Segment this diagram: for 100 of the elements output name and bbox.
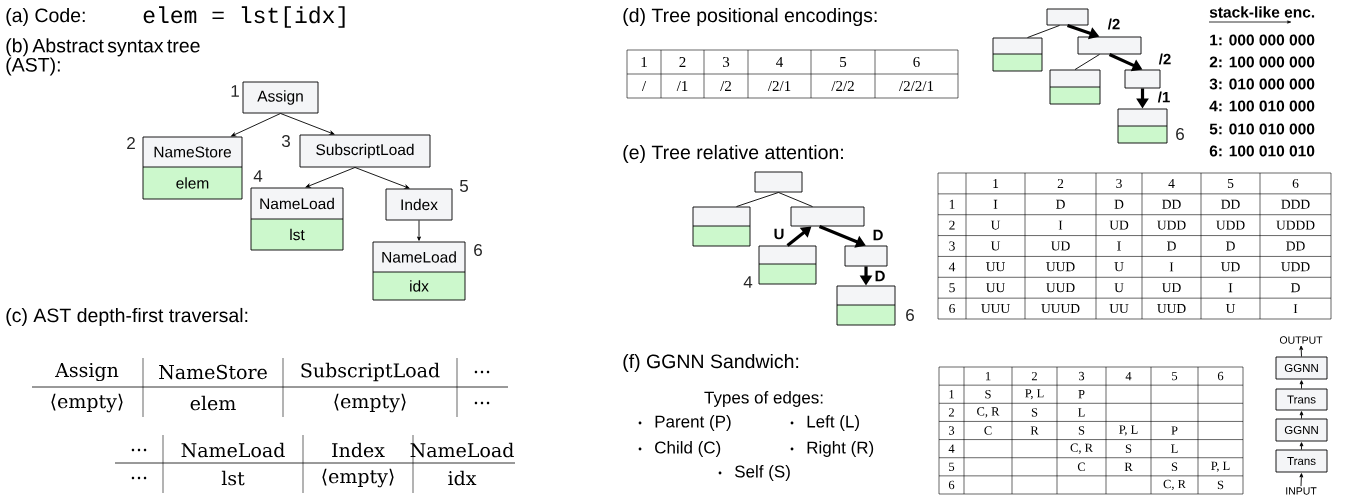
table-cell: /2/2 — [831, 80, 854, 92]
tree-node-box — [1124, 69, 1161, 89]
connector-line — [778, 192, 813, 207]
table-cell: UDDD — [1276, 220, 1315, 230]
table-cell: 6 — [948, 480, 955, 490]
table-cell: U — [990, 241, 1001, 251]
table-cell: ⟨empty⟩ — [322, 468, 394, 488]
table-cell: U — [1114, 262, 1124, 272]
table-cell: C, R — [977, 407, 1000, 418]
panel-heading: (d) Tree positional encodings: — [623, 7, 877, 27]
stack-label: INPUT — [1286, 487, 1317, 495]
table-cell: 3 — [949, 426, 955, 435]
table-cell: UUD — [1046, 283, 1075, 293]
table-cell: 2 — [1057, 178, 1064, 188]
panel-heading: (b) Abstract syntax tree (AST): — [6, 38, 200, 76]
table-cell: ... — [474, 401, 490, 405]
table-cell: C, R — [1163, 479, 1186, 491]
table-cell: D — [1226, 241, 1235, 251]
table-cell: 4 — [1125, 371, 1132, 381]
table-cell: idx — [448, 470, 477, 486]
table-cell: ⟨empty⟩ — [334, 393, 406, 413]
table-cell: D — [1056, 199, 1065, 209]
table-cell: UU — [986, 262, 1005, 272]
table-cell: UD — [1109, 220, 1129, 230]
table-cell: /1 — [676, 81, 688, 91]
edge-label: U — [773, 228, 785, 240]
connector-line — [1027, 25, 1060, 38]
arrow — [417, 220, 421, 241]
table-cell: U — [1114, 283, 1124, 293]
table-cell: S — [1125, 444, 1132, 453]
table-cell: P — [1171, 426, 1178, 435]
arrow — [231, 113, 281, 137]
table-cell: 4 — [776, 57, 783, 67]
table-cell: D — [1167, 241, 1176, 251]
table-cell: DD — [1162, 199, 1181, 209]
table-cell: /2/1 — [767, 80, 791, 92]
node-number: 6 — [474, 244, 482, 257]
table-cell: 4 — [948, 444, 955, 453]
table-cell: 5 — [1172, 371, 1178, 381]
arrow — [1299, 380, 1304, 389]
connector-line — [1074, 54, 1100, 70]
table-cell: S — [1171, 462, 1178, 471]
table-cell: 6 — [949, 304, 955, 314]
table-cell: NameStore — [159, 364, 267, 380]
table-cell: 2 — [1031, 371, 1037, 381]
encoding-row: 2: 100 000 000 — [1209, 56, 1315, 68]
table-cell: 4 — [1168, 179, 1175, 188]
encoding-row: 5: 010 010 000 — [1209, 123, 1315, 135]
tree-node-box — [1117, 108, 1168, 144]
node-number: 5 — [459, 180, 468, 192]
edge-label: /2 — [1158, 52, 1172, 66]
table-cell: ... — [474, 370, 490, 374]
table-cell: I — [1058, 220, 1063, 230]
table-cell: 1 — [993, 179, 999, 188]
table-cell: L — [1078, 408, 1085, 417]
list-item: Right (R) — [807, 441, 874, 457]
panel-heading: (f) GGNN Sandwich: — [623, 353, 799, 373]
tree-node-box — [836, 285, 896, 326]
node-number: 6 — [1176, 128, 1184, 141]
table-cell: S — [1078, 426, 1085, 435]
table-cell: UUU — [981, 304, 1010, 314]
table-cell: NameLoad — [181, 442, 285, 458]
table-cell: 4 — [948, 262, 956, 272]
edge-label: /2 — [1107, 17, 1121, 31]
column-heading: stack-like enc. — [1209, 6, 1315, 18]
table-cell: UU — [986, 283, 1005, 293]
tree-node-box — [754, 171, 803, 193]
tree-node-box — [1049, 69, 1101, 105]
table-cell: 3 — [723, 56, 730, 68]
arrow — [1299, 442, 1304, 450]
table-cell: 1 — [986, 371, 991, 381]
tree-node-box: SubscriptLoad — [299, 134, 431, 168]
layer-box: GGNN — [1275, 356, 1328, 380]
node-number: 1 — [231, 85, 239, 97]
edge-label: D — [872, 229, 884, 241]
layer-box: Trans — [1275, 449, 1328, 473]
table-cell: S — [1217, 480, 1224, 490]
table-cell: D — [1114, 199, 1124, 209]
encoding-row: 4: 100 010 000 — [1209, 100, 1315, 112]
table-cell: lst — [221, 470, 245, 486]
tree-node-box — [758, 245, 817, 285]
table-cell: R — [1030, 426, 1039, 435]
code-text: elem = lst[idx] — [143, 6, 345, 28]
tree-node-box — [1046, 8, 1089, 26]
layer-box: GGNN — [1275, 418, 1328, 442]
tree-node-box — [844, 245, 888, 267]
tree-node-box: Assign — [242, 81, 319, 114]
table-cell: 1 — [949, 199, 955, 209]
stack-label: OUTPUT — [1279, 336, 1323, 344]
arrow — [1299, 411, 1304, 419]
table-cell: 1 — [641, 57, 647, 67]
table-cell: P — [1078, 390, 1085, 399]
list-heading: Types of edges: — [704, 391, 823, 407]
arrow — [1299, 473, 1304, 487]
table-cell: 6 — [1217, 371, 1224, 381]
table-cell: 6 — [1292, 178, 1299, 188]
table-cell: 2 — [949, 220, 955, 230]
table-cell: ⟨empty⟩ — [51, 393, 123, 413]
edge-label: /1 — [1157, 90, 1171, 104]
table-cell: UDD — [1281, 262, 1310, 272]
